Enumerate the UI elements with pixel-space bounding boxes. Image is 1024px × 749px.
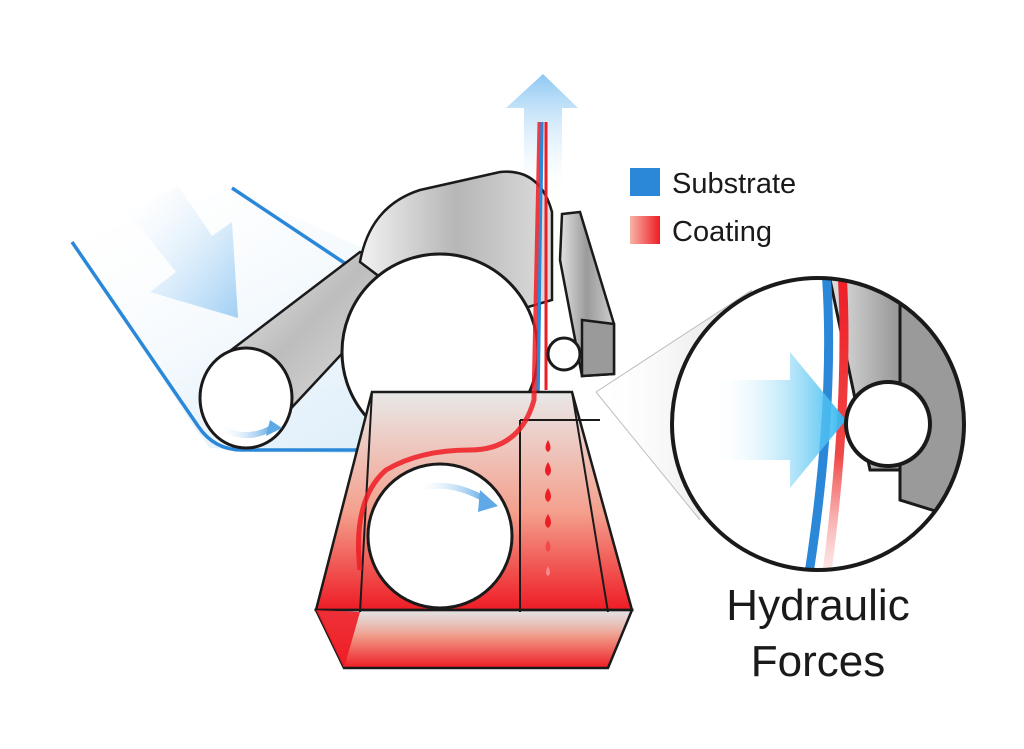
legend: Substrate Coating <box>630 168 796 248</box>
small-guide-roller <box>198 250 394 450</box>
coated-web <box>355 121 548 571</box>
legend-item-coating: Coating <box>630 216 772 248</box>
substrate-swatch <box>630 168 660 196</box>
caption-line-2: Forces <box>751 637 885 686</box>
rotation-arrow-pickup-roller <box>413 482 488 503</box>
zoom-metering-roller <box>844 380 932 468</box>
rotation-arrow-small-roller <box>216 421 274 438</box>
coating-droplets <box>545 440 551 576</box>
caption-line-1: Hydraulic <box>726 581 909 630</box>
legend-label-coating: Coating <box>672 216 772 248</box>
hydraulic-force-arrow <box>712 352 846 488</box>
caption: Hydraulic Forces <box>726 581 909 686</box>
coating-swatch <box>630 216 660 244</box>
metering-roller <box>546 336 582 372</box>
substrate-path-top <box>231 186 353 270</box>
legend-item-substrate: Substrate <box>630 168 796 200</box>
pickup-roller <box>366 462 514 610</box>
legend-label-substrate: Substrate <box>672 168 796 200</box>
metering-blade <box>546 210 616 378</box>
